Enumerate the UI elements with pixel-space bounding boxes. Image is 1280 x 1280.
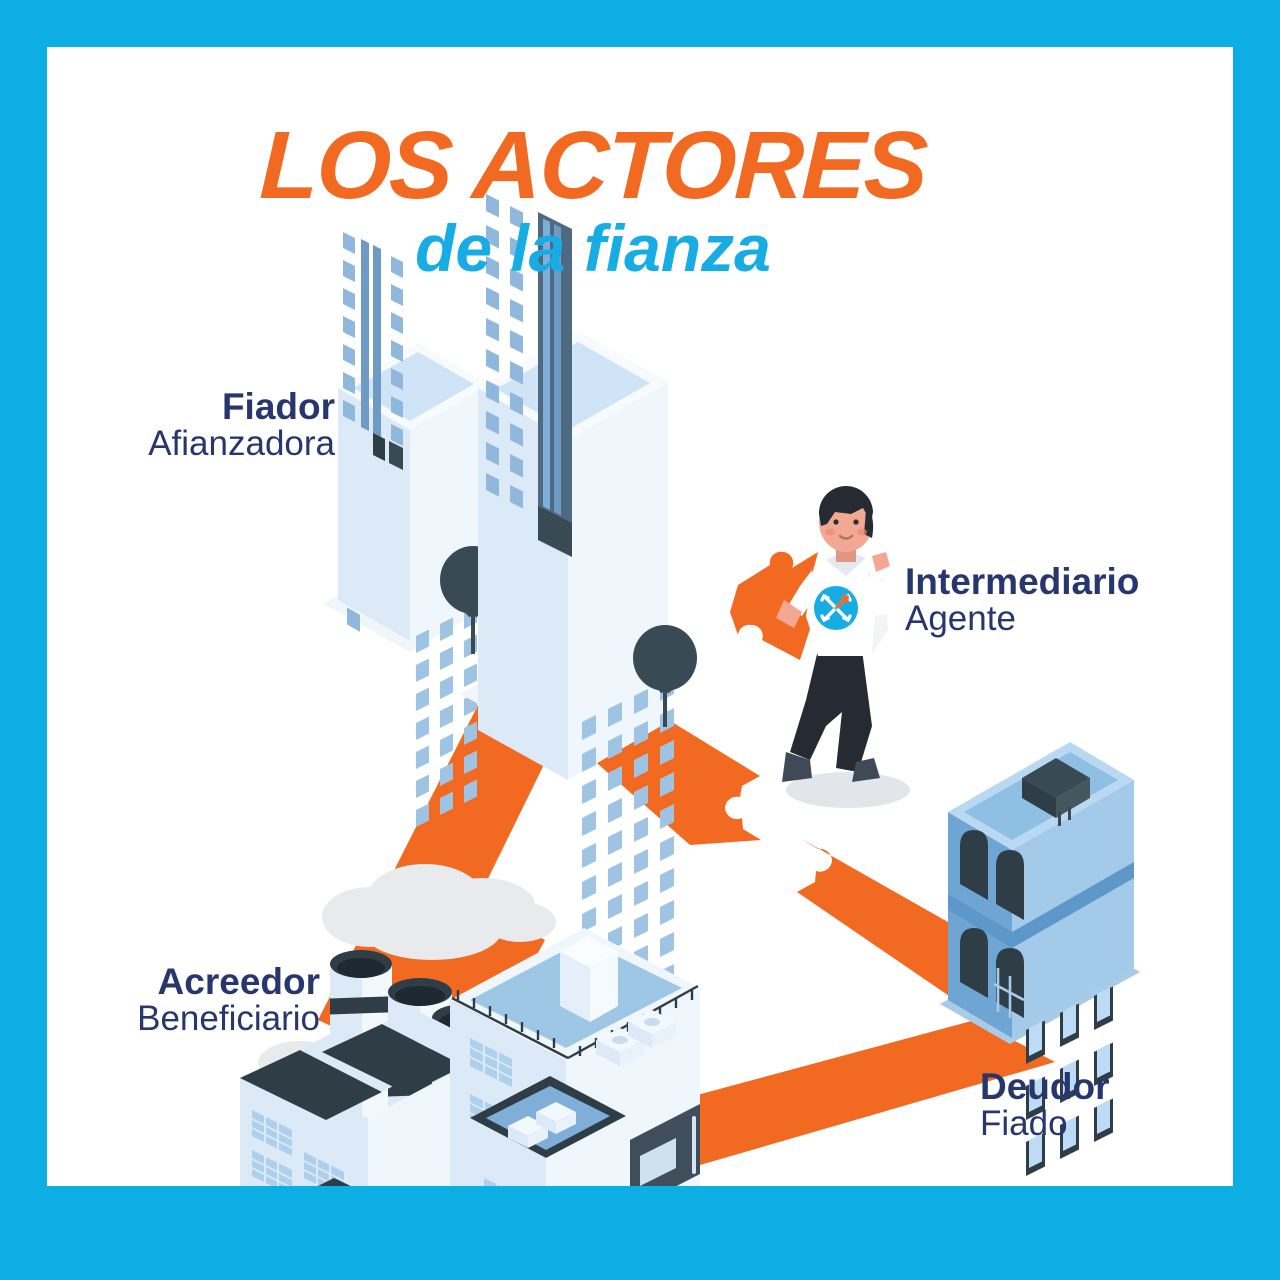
factory-entry-kiosk bbox=[318, 1178, 351, 1186]
label-acreedor-role: Acreedor bbox=[157, 961, 320, 1002]
label-deudor-subtitle: Fiado bbox=[980, 1104, 1068, 1144]
label-deudor: Deudor Fiado bbox=[980, 1066, 1240, 1144]
label-fiador-role: Fiador bbox=[221, 386, 335, 427]
label-deudor-role: Deudor bbox=[980, 1066, 1110, 1107]
title-block: LOS ACTORES de la fianza bbox=[0, 112, 1186, 286]
label-acreedor-subtitle: Beneficiario bbox=[137, 999, 320, 1039]
page-title: LOS ACTORES bbox=[258, 112, 928, 219]
page-subtitle: de la fianza bbox=[415, 211, 771, 286]
label-intermediario-role: Intermediario bbox=[905, 561, 1140, 602]
dumpster-icon bbox=[372, 1218, 444, 1280]
label-intermediario-subtitle: Agente bbox=[905, 599, 1016, 639]
label-fiador-subtitle: Afianzadora bbox=[148, 424, 335, 464]
label-acreedor: Acreedor Beneficiario bbox=[20, 961, 320, 1039]
label-intermediario: Intermediario Agente bbox=[905, 561, 1205, 639]
label-fiador: Fiador Afianzadora bbox=[40, 386, 335, 464]
